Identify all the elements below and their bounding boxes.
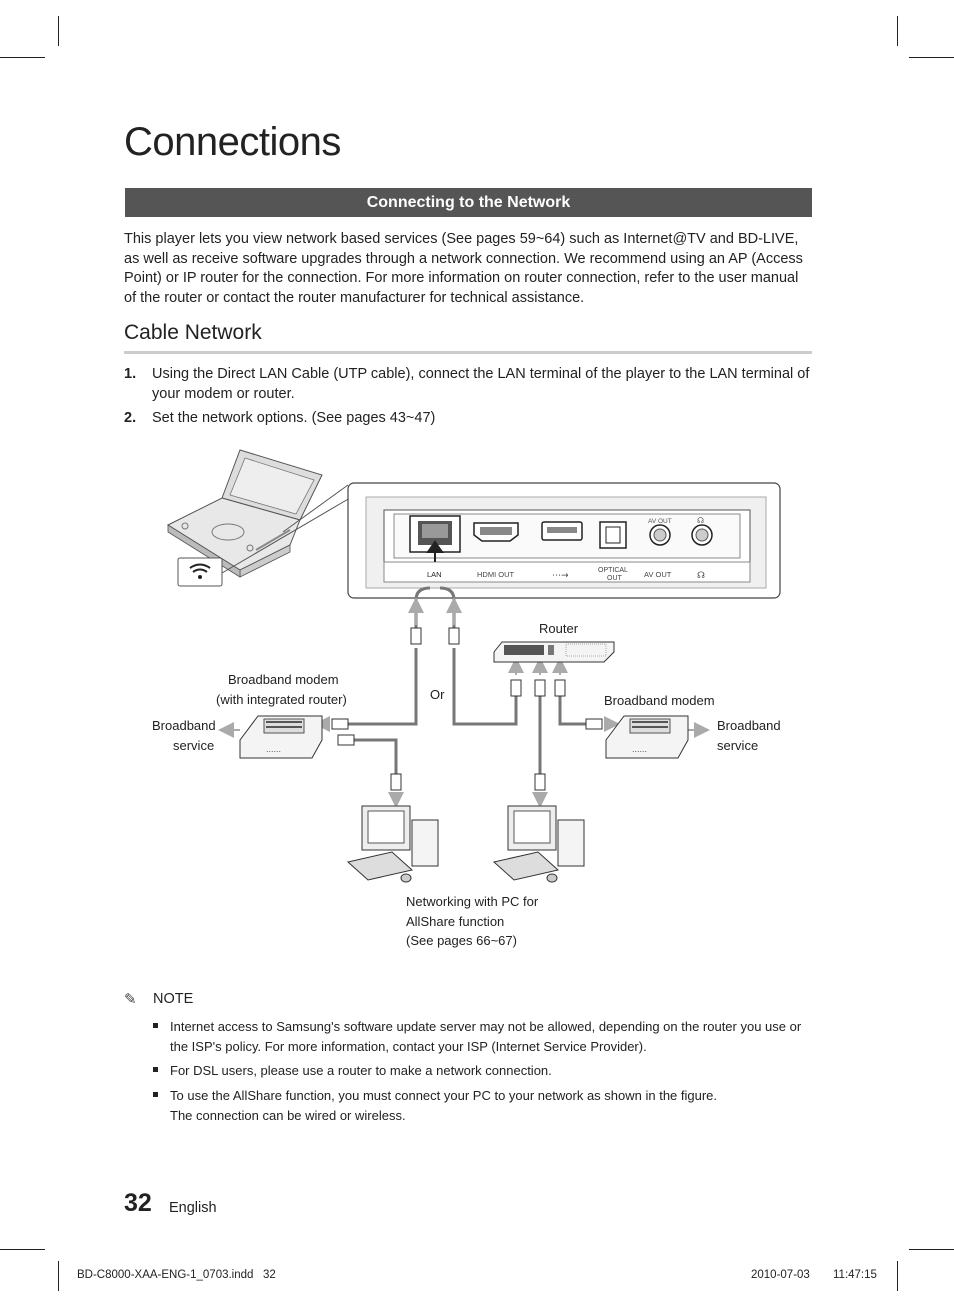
modem-dots: ...... — [266, 744, 281, 754]
crop-mark — [0, 57, 45, 58]
page-title: Connections — [124, 120, 341, 164]
modem-right-icon: ...... — [605, 715, 689, 759]
crop-mark — [897, 1261, 898, 1291]
note-text: Internet access to Samsung's software up… — [170, 1019, 802, 1054]
optical-out-label-2: OUT — [607, 575, 623, 582]
note-text: To use the AllShare function, you must c… — [170, 1088, 718, 1103]
pc-caption-1: Networking with PC for — [406, 894, 539, 909]
step-number: 2. — [124, 410, 137, 426]
bullet-icon — [153, 1023, 158, 1028]
headphone-icon: ☊ — [697, 571, 705, 581]
crop-mark — [897, 16, 898, 46]
note-item: Internet access to Samsung's software up… — [153, 1017, 815, 1057]
modem-dots: ...... — [632, 744, 647, 754]
intro-paragraph: This player lets you view network based … — [124, 231, 803, 306]
note-item: To use the AllShare function, you must c… — [153, 1086, 815, 1126]
direction-arrows — [218, 597, 710, 808]
page-number: 32 — [124, 1189, 152, 1217]
av-out-top-label: AV OUT — [648, 518, 672, 525]
broadband-service-left-2: service — [173, 738, 215, 753]
headphone-top-icon: ☊ — [697, 516, 704, 525]
hdmi-out-label: HDMI OUT — [477, 570, 514, 579]
footer-file: BD-C8000-XAA-ENG-1_0703.indd 32 — [77, 1269, 276, 1281]
note-text-line2: The connection can be wired or wireless. — [170, 1108, 406, 1123]
modem-integrated-label-1: Broadband modem — [228, 672, 339, 687]
pc-caption-3: (See pages 66~67) — [406, 933, 517, 948]
step-text: Set the network options. (See pages 43~4… — [152, 410, 436, 426]
step-2: 2. Set the network options. (See pages 4… — [124, 409, 814, 429]
crop-mark — [58, 16, 59, 46]
router-label: Router — [539, 621, 579, 636]
subheading: Cable Network — [124, 321, 262, 344]
step-1: 1. Using the Direct LAN Cable (UTP cable… — [124, 365, 814, 405]
or-label: Or — [430, 687, 445, 702]
footer-date: 2010-07-03 — [751, 1269, 810, 1281]
crop-mark — [0, 1249, 45, 1250]
av-out-label: AV OUT — [644, 570, 672, 579]
pencil-icon: ✎ — [124, 991, 137, 1008]
back-panel: AV OUT ☊ LAN HDMI OUT ⋯→ OPTICAL OUT AV … — [347, 482, 781, 599]
broadband-service-right-1: Broadband — [717, 718, 781, 733]
cables — [348, 586, 588, 778]
crop-mark — [58, 1261, 59, 1291]
bullet-icon — [153, 1092, 158, 1097]
pc-left-icon — [346, 805, 439, 883]
cable-connectors — [331, 627, 603, 791]
router-icon — [493, 641, 615, 663]
note-item: For DSL users, please use a router to ma… — [153, 1061, 815, 1081]
wireless-icon — [177, 557, 223, 587]
broadband-service-right-2: service — [717, 738, 759, 753]
step-number: 1. — [124, 366, 137, 382]
pc-right-icon — [492, 805, 585, 883]
pc-caption-2: AllShare function — [406, 914, 505, 929]
section-title: Connecting to the Network — [125, 188, 812, 217]
usb-icon: ⋯→ — [552, 571, 569, 581]
modem-integrated-icon: ...... — [239, 715, 323, 759]
crop-mark — [909, 1249, 954, 1250]
optical-out-label-1: OPTICAL — [598, 567, 628, 574]
bullet-icon — [153, 1067, 158, 1072]
step-text: Using the Direct LAN Cable (UTP cable), … — [152, 366, 810, 402]
modem-integrated-label-2: (with integrated router) — [216, 692, 347, 707]
footer-time: 11:47:15 — [833, 1269, 877, 1281]
note-text: For DSL users, please use a router to ma… — [170, 1063, 552, 1078]
broadband-service-left-1: Broadband — [152, 718, 216, 733]
modem-right-label: Broadband modem — [604, 693, 715, 708]
note-heading: NOTE — [153, 991, 194, 1007]
page-language: English — [169, 1200, 217, 1216]
subheading-rule — [124, 351, 812, 354]
lan-label: LAN — [427, 570, 442, 579]
network-diagram: AV OUT ☊ LAN HDMI OUT ⋯→ OPTICAL OUT AV … — [166, 449, 781, 883]
crop-mark — [909, 57, 954, 58]
